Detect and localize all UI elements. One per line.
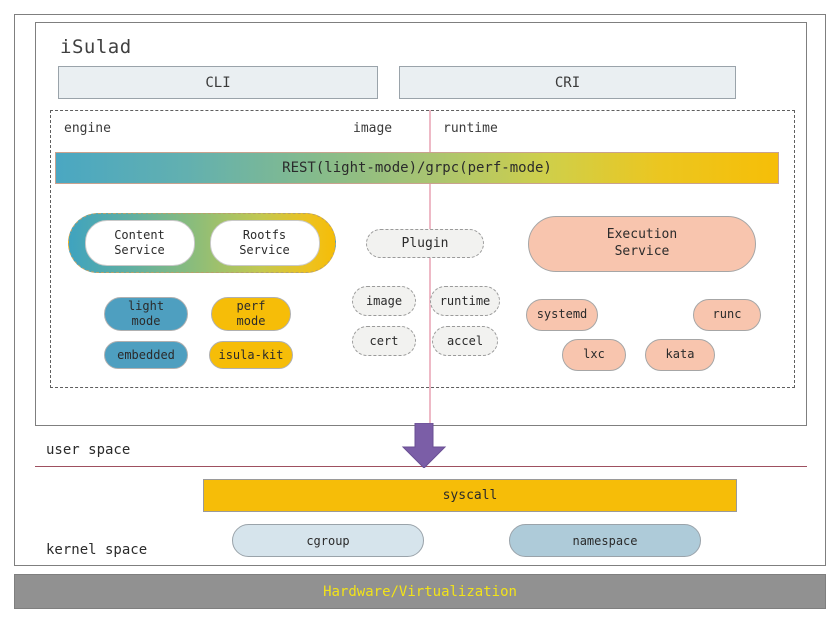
runtime-label-lxc: lxc — [583, 347, 605, 362]
user-space-label: user space — [46, 442, 131, 458]
plugin-item-label-accel: accel — [446, 334, 484, 348]
syscall-label: syscall — [442, 488, 498, 503]
mode-pill-isula-kit[interactable]: isula-kit — [209, 341, 293, 369]
runtime-label-runc: runc — [712, 307, 742, 322]
mode-pill-embedded[interactable]: embedded — [104, 341, 188, 369]
hardware-label: Hardware/Virtualization — [323, 583, 517, 600]
interface-box-cli[interactable]: CLI — [58, 66, 378, 99]
interface-label-cri: CRI — [554, 74, 581, 91]
plugin-label: Plugin — [401, 236, 449, 251]
kernel-item-label-cgroup: cgroup — [306, 533, 350, 548]
runtime-label-kata: kata — [665, 347, 695, 362]
syscall-bar: syscall — [203, 479, 737, 512]
execution-service-label: Execution Service — [606, 227, 678, 259]
mode-label-light-mode: light mode — [127, 299, 165, 328]
column-divider — [429, 110, 431, 430]
kernel-item-namespace[interactable]: namespace — [509, 524, 701, 557]
column-label-engine: engine — [64, 121, 111, 136]
mode-pill-perf-mode[interactable]: perf mode — [211, 297, 291, 331]
downward-arrow-icon — [400, 422, 448, 469]
plugin-item-cert[interactable]: cert — [352, 326, 416, 356]
plugin-item-runtime[interactable]: runtime — [430, 286, 500, 316]
plugin-item-label-image: image — [365, 294, 403, 308]
hardware-bar: Hardware/Virtualization — [14, 574, 826, 609]
storage-service-capsule: Content Service Rootfs Service — [68, 213, 336, 273]
user-kernel-divider — [35, 466, 807, 467]
column-label-runtime: runtime — [443, 121, 498, 136]
api-bar-label: REST(light-mode)/grpc(perf-mode) — [282, 160, 552, 176]
interface-box-cri[interactable]: CRI — [399, 66, 736, 99]
column-label-image: image — [353, 121, 393, 136]
content-service-box[interactable]: Content Service — [84, 220, 195, 266]
kernel-space-label: kernel space — [46, 542, 148, 558]
mode-label-perf-mode: perf mode — [236, 299, 266, 328]
runtime-pill-systemd[interactable]: systemd — [526, 299, 598, 331]
content-service-label: Content Service — [114, 228, 165, 257]
kernel-item-cgroup[interactable]: cgroup — [232, 524, 424, 557]
plugin-item-label-runtime: runtime — [439, 294, 491, 308]
runtime-label-systemd: systemd — [536, 307, 588, 322]
mode-label-isula-kit: isula-kit — [218, 347, 284, 362]
plugin-item-accel[interactable]: accel — [432, 326, 498, 356]
rootfs-service-label: Rootfs Service — [239, 228, 290, 257]
mode-pill-light-mode[interactable]: light mode — [104, 297, 188, 331]
plugin-box[interactable]: Plugin — [366, 229, 484, 258]
runtime-pill-lxc[interactable]: lxc — [562, 339, 626, 371]
runtime-pill-runc[interactable]: runc — [693, 299, 761, 331]
runtime-pill-kata[interactable]: kata — [645, 339, 715, 371]
plugin-item-label-cert: cert — [369, 334, 399, 348]
mode-label-embedded: embedded — [117, 347, 175, 362]
kernel-item-label-namespace: namespace — [572, 533, 638, 548]
rootfs-service-box[interactable]: Rootfs Service — [209, 220, 320, 266]
interface-label-cli: CLI — [205, 74, 231, 91]
execution-service-box[interactable]: Execution Service — [528, 216, 756, 272]
plugin-item-image[interactable]: image — [352, 286, 416, 316]
api-bar: REST(light-mode)/grpc(perf-mode) — [55, 152, 779, 184]
page-title: iSulad — [60, 36, 132, 58]
